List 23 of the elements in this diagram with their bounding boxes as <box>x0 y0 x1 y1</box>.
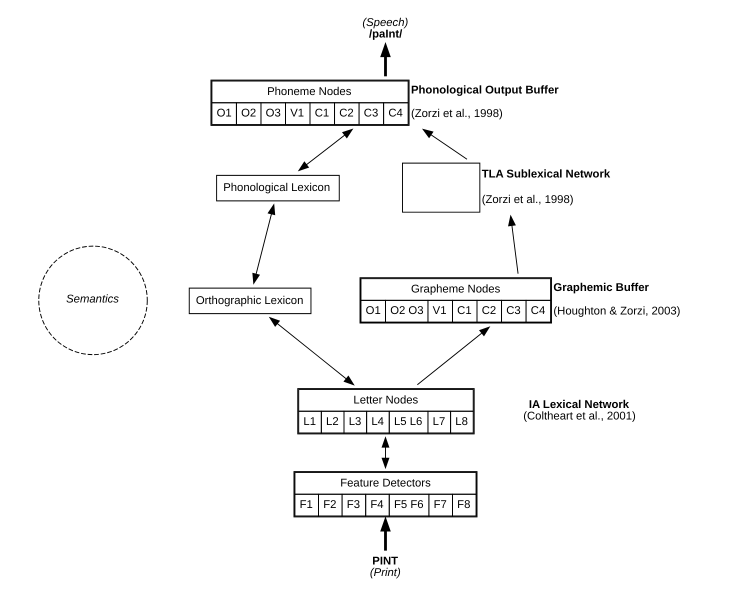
arrow <box>298 128 354 172</box>
label: (Coltheart et al., 2001) <box>523 410 636 422</box>
arrow <box>508 214 519 274</box>
node-label: Phonological Output Buffer <box>410 84 559 96</box>
node-label: Graphemic Buffer <box>553 282 649 294</box>
label: IA Lexical Network <box>528 399 630 412</box>
arrow <box>380 42 391 76</box>
node-text: (Speech) /paInt/ <box>362 16 408 40</box>
node-box: Orthographic Lexicon <box>188 288 312 314</box>
node-box: Phonological Lexicon <box>216 174 340 202</box>
arrow <box>252 203 276 285</box>
node-box <box>402 162 480 213</box>
arrow <box>422 128 468 160</box>
node-text: PINT (Print) <box>370 556 401 579</box>
node-label: (Houghton & Zorzi, 2003) <box>553 306 680 318</box>
arrow <box>268 316 355 386</box>
node-circle: Semantics <box>38 246 148 356</box>
node-label: TLA Sublexical Network <box>482 168 610 180</box>
node-label: (Zorzi et al., 1998) <box>482 194 574 206</box>
arrow <box>380 516 391 551</box>
arrow <box>416 326 490 386</box>
arrow <box>382 436 390 470</box>
node-label: (Zorzi et al., 1998) <box>410 108 503 120</box>
